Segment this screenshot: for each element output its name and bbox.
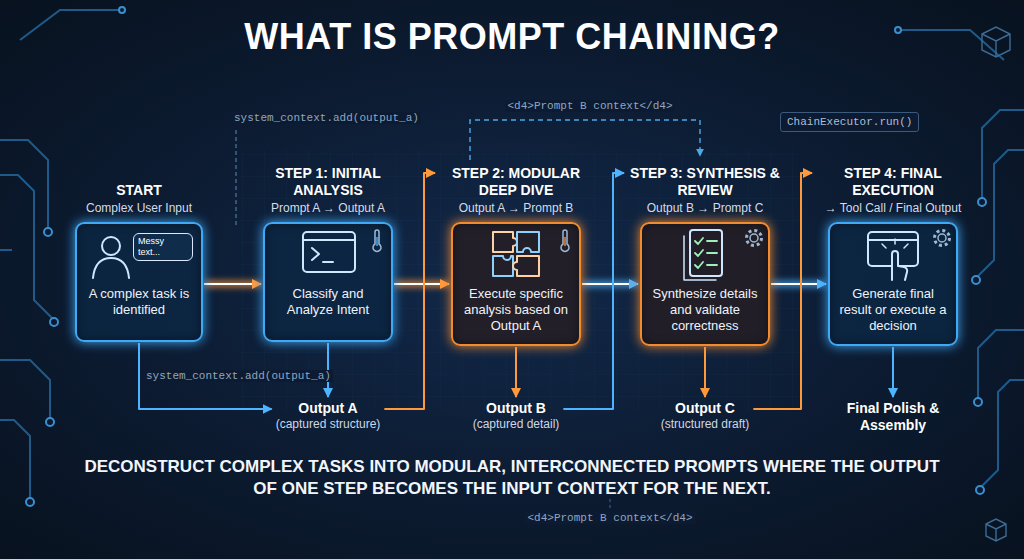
step-title: START xyxy=(64,182,214,199)
step-title: STEP 3: SYNTHESIS & REVIEW xyxy=(630,165,780,199)
step-frame: Generate final result or execute a decis… xyxy=(828,222,958,346)
step-heading: STEP 1: INITIAL ANALYSISPrompt A → Outpu… xyxy=(248,165,408,216)
connector-glow xyxy=(204,281,261,288)
step-description: Classify and Analyze Intent xyxy=(265,286,391,328)
code-badge: ChainExecutor.run() xyxy=(780,112,919,132)
connector-group xyxy=(582,284,638,285)
step-box: STEP 2: MODULAR DEEP DIVEOutput A → Prom… xyxy=(436,165,596,346)
thermometer-icon xyxy=(561,230,569,251)
output-title: Output C xyxy=(661,400,750,417)
flow-arrow xyxy=(204,283,261,285)
connector-glow xyxy=(582,281,638,288)
flow-arrow xyxy=(582,283,638,285)
step-icon xyxy=(265,224,391,286)
step-box: STEP 1: INITIAL ANALYSISPrompt A → Outpu… xyxy=(248,165,408,342)
connector-glow xyxy=(771,281,826,288)
step-box: STARTComplex User InputMessy text... A co… xyxy=(59,182,219,342)
connector-group xyxy=(771,284,826,285)
circuit-pads xyxy=(26,7,986,506)
step-heading: STEP 2: MODULAR DEEP DIVEOutput A → Prom… xyxy=(436,165,596,216)
output-label: Output B(captured detail) xyxy=(473,400,560,432)
icon-person xyxy=(93,237,129,278)
output-note: (captured structure) xyxy=(276,417,381,432)
icon-puzzle xyxy=(493,232,539,276)
flow-arrow xyxy=(892,347,894,397)
step-frame: Synthesize details and validate correctn… xyxy=(640,222,770,346)
step-title: STEP 4: FINAL EXECUTION xyxy=(818,165,968,199)
step-icon xyxy=(830,224,956,286)
connector-glow xyxy=(394,281,449,288)
connector-group xyxy=(204,284,261,285)
code-annotation: system_context.add(output_a) xyxy=(232,112,421,124)
code-annotation: <d4>Prompt B context</d4> xyxy=(525,512,694,524)
step-subtitle: Prompt A → Output A xyxy=(248,200,408,216)
speech-bubble: Messy text... xyxy=(133,233,193,261)
step-description: Synthesize details and validate correctn… xyxy=(642,286,768,344)
step-frame: Execute specific analysis based on Outpu… xyxy=(451,222,581,346)
code-annotation: <d4>Prompt B context</d4> xyxy=(505,100,674,112)
step-subtitle: → Tool Call / Final Output xyxy=(813,200,973,216)
icon-terminal xyxy=(303,232,355,272)
thermometer-icon xyxy=(373,230,381,251)
step-subtitle: Output B → Prompt C xyxy=(625,200,785,216)
circuit-traces xyxy=(0,10,1024,500)
icon-checklist xyxy=(684,230,722,280)
output-label: Output C(structured draft) xyxy=(661,400,750,432)
flow-arrow xyxy=(704,347,706,397)
step-heading: STEP 3: SYNTHESIS & REVIEWOutput B → Pro… xyxy=(625,165,785,216)
step-frame: Classify and Analyze Intent xyxy=(263,222,393,342)
step-heading: STEP 4: FINAL EXECUTION→ Tool Call / Fin… xyxy=(813,165,973,216)
output-title: Final Polish & Assembly xyxy=(828,400,958,434)
output-note: (captured detail) xyxy=(473,417,560,432)
gear-icon xyxy=(935,231,950,246)
connector-group xyxy=(394,284,449,285)
flow-arrow xyxy=(394,283,449,285)
step-title: STEP 2: MODULAR DEEP DIVE xyxy=(441,165,591,199)
step-subtitle: Output A → Prompt B xyxy=(436,200,596,216)
step-description: A complex task is identified xyxy=(77,286,201,328)
output-label: Output A(captured structure) xyxy=(276,400,381,432)
connector-group xyxy=(516,347,517,397)
step-box: STEP 4: FINAL EXECUTION→ Tool Call / Fin… xyxy=(813,165,973,346)
step-frame: Messy text... A complex task is identifie… xyxy=(75,222,203,342)
icon-click xyxy=(868,232,918,280)
dashed-leader xyxy=(235,130,236,226)
step-box: STEP 3: SYNTHESIS & REVIEWOutput B → Pro… xyxy=(625,165,785,346)
title: WHAT IS PROMPT CHAINING? xyxy=(0,16,1024,58)
step-icon xyxy=(642,224,768,286)
output-title: Output B xyxy=(473,400,560,417)
connector-label: system_context.add(output_a) xyxy=(144,370,333,382)
cube-ornament xyxy=(982,27,1010,541)
step-description: Execute specific analysis based on Outpu… xyxy=(453,286,579,344)
dashed-context-line xyxy=(470,120,700,160)
output-note: (structured draft) xyxy=(661,417,750,432)
flow-arrow xyxy=(771,283,826,285)
flow-arrow xyxy=(515,347,517,397)
step-subtitle: Complex User Input xyxy=(59,200,219,216)
output-label: Final Polish & Assembly xyxy=(828,400,958,434)
caption: DECONSTRUCT COMPLEX TASKS INTO MODULAR, … xyxy=(72,456,952,500)
step-description: Generate final result or execute a decis… xyxy=(830,286,956,344)
step-title: STEP 1: INITIAL ANALYSIS xyxy=(253,165,403,199)
connector-group xyxy=(893,347,894,397)
step-heading: STARTComplex User Input xyxy=(59,182,219,216)
step-icon xyxy=(453,224,579,286)
gear-icon xyxy=(747,231,762,246)
output-title: Output A xyxy=(276,400,381,417)
connector-group xyxy=(705,347,706,397)
